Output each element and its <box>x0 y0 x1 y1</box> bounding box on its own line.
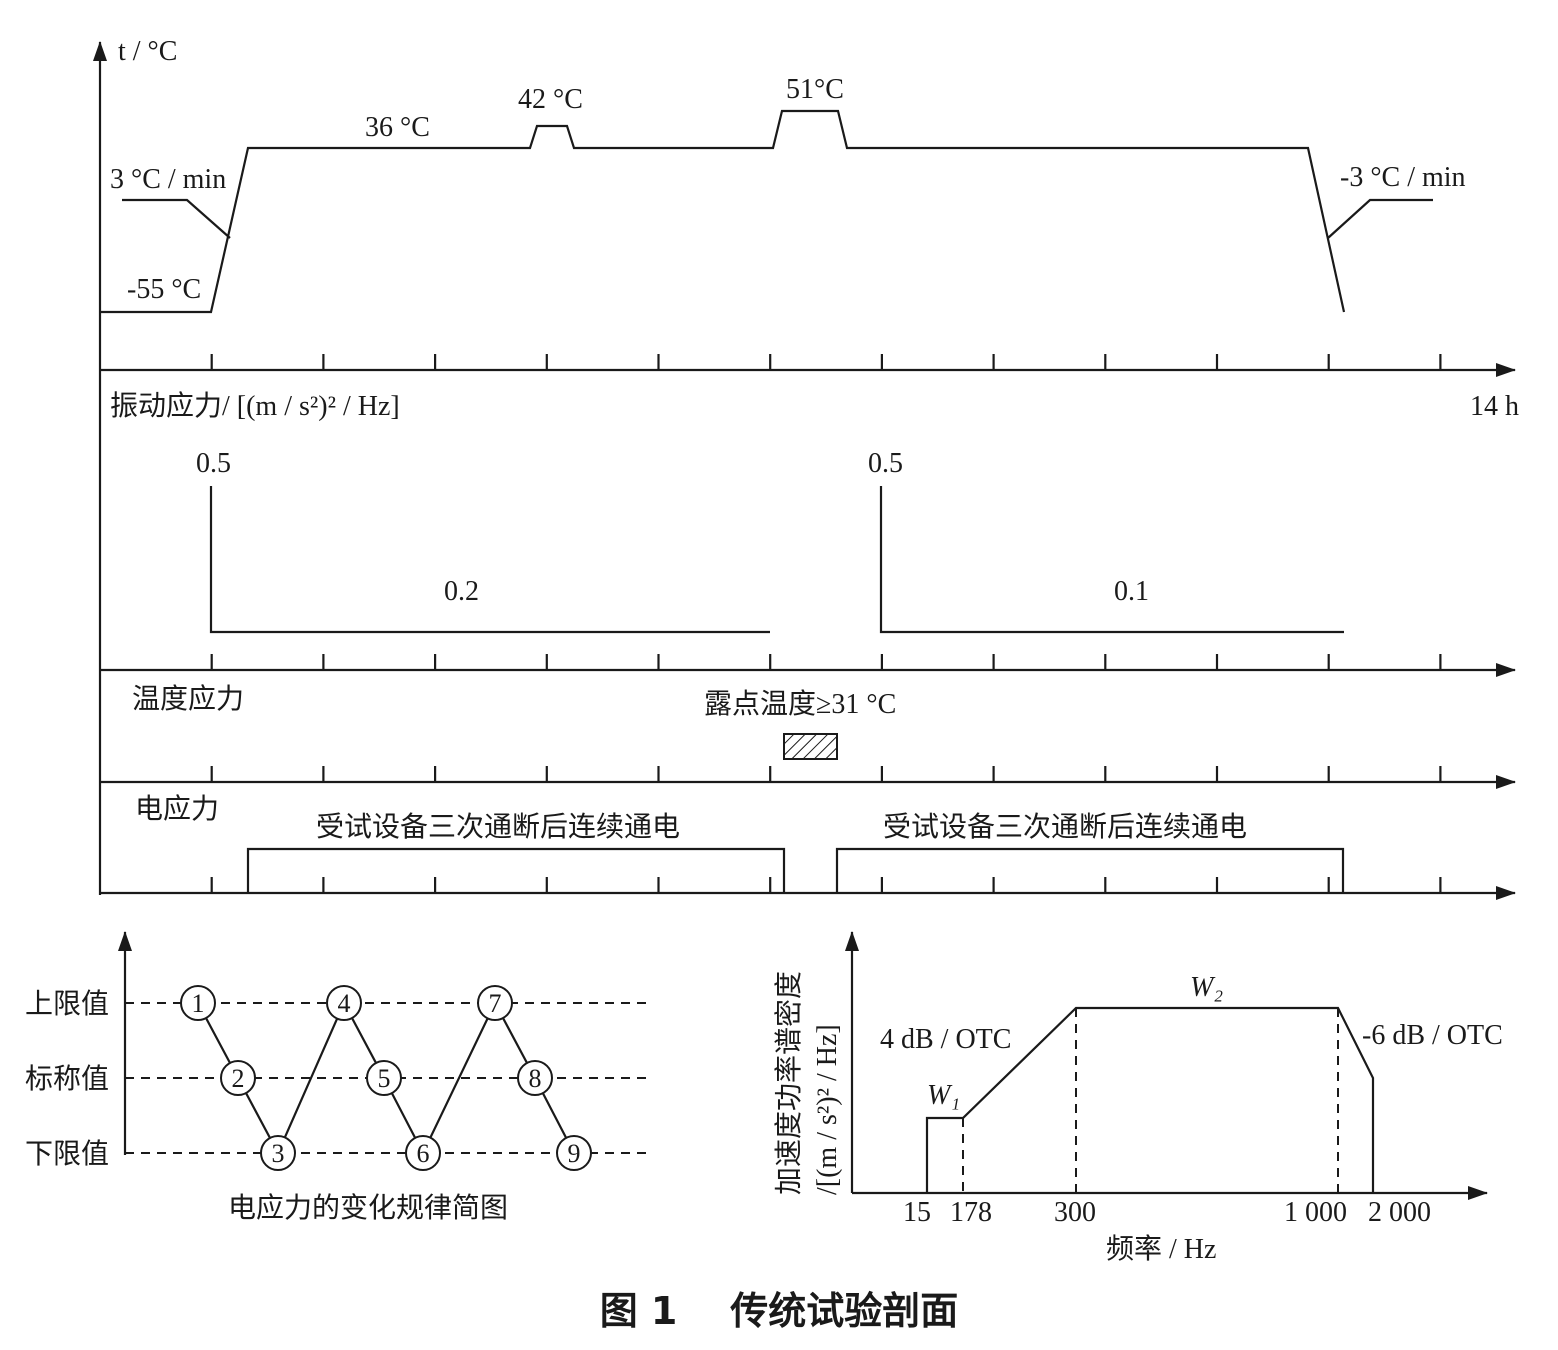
psd-x-label: 频率 / Hz <box>1106 1233 1216 1265</box>
rate-up-label: 3 °C / min <box>110 164 226 195</box>
dew-point-hatch-box <box>783 733 838 760</box>
pattern-caption: 电应力的变化规律简图 <box>228 1192 508 1224</box>
vibration-level-1-label: 0.2 <box>444 576 479 607</box>
electrical-segment-2-label: 受试设备三次通断后连续通电 <box>883 811 1247 843</box>
timeline-x-end-label: 14 h <box>1470 391 1519 422</box>
pattern-point: 8 <box>517 1060 553 1096</box>
electrical-segment-1 <box>246 847 786 893</box>
dew-point-label: 露点温度≥31 °C <box>704 688 896 720</box>
psd-tick-label: 300 <box>1054 1197 1096 1228</box>
pattern-point: 5 <box>366 1060 402 1096</box>
electric-pattern-diagram: 上限值 标称值 下限值 1 2 3 4 5 6 7 8 9 电应力的变化规律简图 <box>25 931 650 1224</box>
pattern-point: 6 <box>405 1135 441 1171</box>
vibration-segment-1 <box>209 486 770 634</box>
psd-tick-label: 1 000 <box>1284 1197 1347 1228</box>
peak-2-temp-label: 51°C <box>786 74 844 105</box>
vibration-peak-1-label: 0.5 <box>196 448 231 479</box>
level-label: 下限值 <box>25 1138 109 1170</box>
pattern-point-label: 5 <box>378 1064 391 1093</box>
psd-tick-label: 2 000 <box>1368 1197 1431 1228</box>
rate-down-leader <box>1327 198 1433 239</box>
psd-w2-label: W₂ <box>1190 972 1223 1003</box>
pattern-point-label: 9 <box>568 1139 581 1168</box>
timeline-ticks <box>210 354 1442 893</box>
psd-slope-down-label: -6 dB / OTC <box>1362 1020 1503 1051</box>
vibration-peak-2-label: 0.5 <box>868 448 903 479</box>
psd-y-label-line1: 加速度功率谱密度 <box>773 971 805 1195</box>
temperature-stress-label: 温度应力 <box>132 683 244 715</box>
rate-up-leader <box>122 198 231 239</box>
timeline-chart: t / °C 14 h 3 °C / min -55 °C 36 °C 42 °… <box>93 36 1519 900</box>
pattern-point-label: 8 <box>529 1064 542 1093</box>
psd-y-label-line2: /[(m / s²)² / Hz] <box>812 1024 843 1195</box>
pattern-point-label: 3 <box>272 1139 285 1168</box>
pattern-point: 7 <box>477 985 513 1021</box>
pattern-point-label: 1 <box>192 989 205 1018</box>
pattern-point-label: 7 <box>489 989 502 1018</box>
pattern-point: 1 <box>180 985 216 1021</box>
timeline-y-label: t / °C <box>118 36 177 67</box>
level-label: 标称值 <box>25 1063 109 1095</box>
rate-down-label: -3 °C / min <box>1340 162 1466 193</box>
low-temp-label: -55 °C <box>127 274 201 305</box>
pattern-point: 4 <box>326 985 362 1021</box>
figure-caption: 图 1 传统试验剖面 <box>600 1289 959 1333</box>
vibration-level-2-label: 0.1 <box>1114 576 1149 607</box>
plateau-temp-label: 36 °C <box>365 112 430 143</box>
psd-tick-label: 15 <box>903 1197 931 1228</box>
electrical-segment-1-label: 受试设备三次通断后连续通电 <box>316 811 680 843</box>
pattern-point-label: 6 <box>417 1139 430 1168</box>
psd-w1-label: W₁ <box>927 1080 960 1111</box>
psd-tick-label: 178 <box>950 1197 992 1228</box>
pattern-point: 3 <box>260 1135 296 1171</box>
vibration-label: 振动应力/ [(m / s²)² / Hz] <box>110 390 400 422</box>
electrical-label: 电应力 <box>135 793 219 825</box>
peak-1-temp-label: 42 °C <box>518 84 583 115</box>
pattern-point-label: 2 <box>232 1064 245 1093</box>
level-label: 上限值 <box>25 988 109 1020</box>
vibration-segment-2 <box>879 486 1344 634</box>
pattern-point: 9 <box>556 1135 592 1171</box>
psd-diagram: W₁ W₂ 4 dB / OTC -6 dB / OTC 15 178 300 … <box>773 931 1503 1265</box>
pattern-point: 2 <box>220 1060 256 1096</box>
temperature-profile-line <box>100 109 1346 314</box>
psd-slope-up-label: 4 dB / OTC <box>880 1024 1011 1055</box>
pattern-point-label: 4 <box>338 989 351 1018</box>
electrical-segment-2 <box>835 847 1345 893</box>
